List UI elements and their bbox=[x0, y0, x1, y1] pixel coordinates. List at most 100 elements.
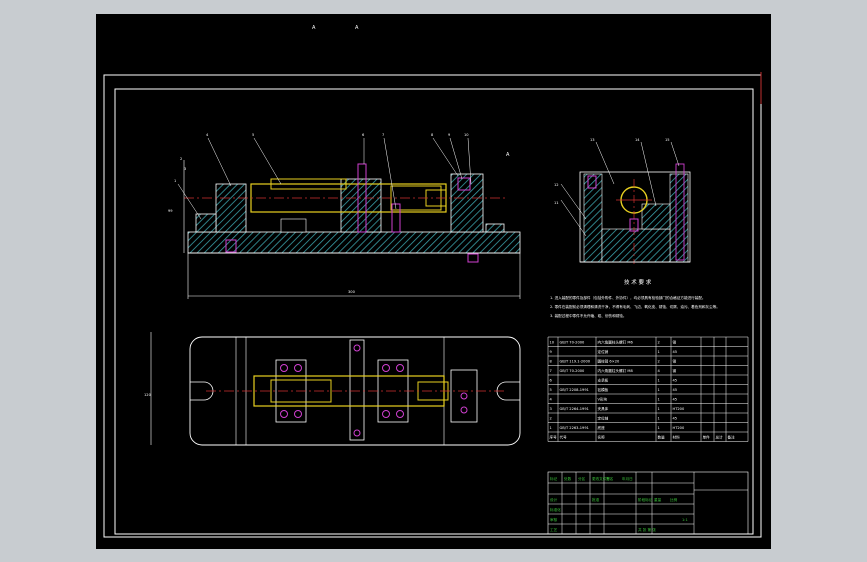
bom-cell: 定位轴 bbox=[598, 416, 609, 421]
title-cell: 签名 bbox=[606, 476, 614, 481]
callout-7: 7 bbox=[382, 133, 384, 137]
bom-cell: 45 bbox=[673, 379, 678, 383]
bom-cell: 内六角圆柱头螺钉 M6 bbox=[598, 340, 634, 345]
title-cell: 处数 bbox=[564, 476, 572, 481]
callout-11: 11 bbox=[554, 201, 559, 205]
callout-2: 2 bbox=[180, 157, 182, 161]
callout-6: 6 bbox=[362, 133, 365, 137]
bom-cell: 底座 bbox=[598, 425, 606, 430]
bom-cell: 1 bbox=[658, 417, 660, 421]
bom-cell: 1 bbox=[658, 379, 660, 383]
bom-cell: 4 bbox=[550, 398, 553, 402]
bom-cell: GB/T 2264-1991 bbox=[560, 407, 589, 411]
bom-header-cell: 名称 bbox=[598, 435, 606, 440]
top-mark-b: A bbox=[355, 25, 359, 31]
inner-border bbox=[114, 88, 754, 535]
bom-cell: 钢 bbox=[673, 359, 677, 364]
bom-header-cell: 单件 bbox=[703, 435, 711, 440]
bom-header-cell: 总计 bbox=[716, 435, 724, 440]
title-cell: 批准 bbox=[592, 497, 600, 502]
bom-cell: 4 bbox=[658, 369, 661, 373]
bom-cell: 8 bbox=[550, 360, 553, 364]
bom-cell: GB/T 2208-1991 bbox=[560, 388, 589, 392]
bom-header-cell: 代号 bbox=[560, 435, 568, 440]
tech-req-2: 2. 零件在装配前必须清理和清洗干净，不得有毛刺、飞边、氧化皮、锈蚀、切屑、油污… bbox=[550, 304, 720, 309]
title-scale: 1:1 bbox=[682, 518, 688, 522]
bom-cell: 钢 bbox=[673, 340, 677, 345]
title-cell: 重量 bbox=[654, 497, 662, 502]
callout-10: 10 bbox=[464, 133, 469, 137]
callout-15: 15 bbox=[665, 138, 670, 142]
bom-cell: 1 bbox=[658, 398, 660, 402]
cad-viewport[interactable]: A A 300 99 bbox=[96, 14, 771, 549]
title-block-frame bbox=[547, 471, 749, 535]
bom-cell: GB/T 70-2000 bbox=[560, 369, 586, 373]
bom-cell: 10 bbox=[550, 341, 555, 345]
title-cell: 标记 bbox=[550, 476, 558, 481]
callout-1: 1 bbox=[174, 179, 176, 183]
bom-cell: 钢 bbox=[673, 368, 677, 373]
title-cell: 审核 bbox=[550, 517, 558, 522]
bom-cell: 夹具体 bbox=[598, 406, 609, 411]
callout-14: 14 bbox=[635, 138, 640, 142]
bom-header-cell: 备注 bbox=[728, 435, 736, 440]
tech-requirements: 技 术 要 求 1. 进入装配的零件及部件（包括外购件、外协件），均必须具有检验… bbox=[550, 278, 720, 318]
bom-cell: 45 bbox=[673, 350, 678, 354]
bom-cell: 5 bbox=[550, 388, 552, 392]
bom-cell: 定位销 bbox=[598, 349, 609, 354]
bom-cell: 圆柱销 6×20 bbox=[598, 359, 621, 364]
bom-cell: 45 bbox=[673, 398, 678, 402]
outer-border bbox=[103, 74, 762, 538]
bom-cell: 6 bbox=[550, 379, 553, 383]
bom-cell: GB/T 2263-1991 bbox=[560, 426, 589, 430]
title-cell: 设计 bbox=[550, 497, 558, 502]
callout-3: 3 bbox=[184, 167, 186, 171]
bom-cell: 内六角圆柱头螺钉 M8 bbox=[598, 368, 634, 373]
bom-cell: HT200 bbox=[673, 426, 685, 430]
bom-cell: 7 bbox=[550, 369, 552, 373]
bom-cell: 支承板 bbox=[598, 378, 609, 383]
title-cell: 分区 bbox=[578, 476, 586, 481]
title-block: 标记处数分区更改文件号签名年月日阶段标记重量比例设计标准化审核工艺批准共 张 第… bbox=[547, 471, 749, 535]
bom-cell: 45 bbox=[673, 388, 678, 392]
callout-4: 4 bbox=[206, 133, 209, 137]
front-section-view: 300 99 A 1 2 3 4 5 6 7 8 9 10 bbox=[168, 133, 521, 299]
bom-cell: 9 bbox=[550, 350, 553, 354]
tech-req-title: 技 术 要 求 bbox=[624, 278, 652, 286]
bom-cell: GB/T 70-2000 bbox=[560, 341, 586, 345]
bom-cell: 2 bbox=[658, 341, 660, 345]
title-cell: 年月日 bbox=[622, 476, 633, 481]
bom-header-cell: 序号 bbox=[550, 435, 558, 440]
callout-9: 9 bbox=[448, 133, 451, 137]
bom-header-cell: 材料 bbox=[673, 435, 681, 440]
bom-cell: 1 bbox=[658, 426, 660, 430]
length-dimension: 300 bbox=[348, 290, 356, 294]
title-cell: 更改文件号 bbox=[592, 476, 610, 481]
side-view: 11 12 13 14 15 bbox=[554, 138, 691, 264]
bom-cell: 3 bbox=[550, 407, 552, 411]
bom-cell: 1 bbox=[658, 407, 660, 411]
title-cell: 比例 bbox=[670, 497, 678, 502]
callout-13: 13 bbox=[590, 138, 595, 142]
bom-cell: GB/T 119.1-2000 bbox=[560, 360, 591, 364]
section-mark: A bbox=[506, 152, 510, 158]
callout-12: 12 bbox=[554, 183, 559, 187]
height-dimension: 99 bbox=[168, 209, 173, 213]
bom-cell: 2 bbox=[658, 360, 660, 364]
bom-cell: 2 bbox=[550, 417, 552, 421]
tech-req-1: 1. 进入装配的零件及部件（包括外购件、外协件），均必须具有检验部门的合格证方能… bbox=[550, 295, 706, 300]
title-cell: 阶段标记 bbox=[638, 497, 653, 502]
callout-5: 5 bbox=[252, 133, 254, 137]
bom-cell: 1 bbox=[550, 426, 552, 430]
assembly-drawing: A A 300 99 bbox=[103, 25, 762, 538]
bom-cell: V形块 bbox=[598, 397, 608, 402]
callout-8: 8 bbox=[431, 133, 434, 137]
bom-cell: 1 bbox=[658, 350, 660, 354]
title-cell: 工艺 bbox=[550, 527, 558, 532]
bom-cell: 钻模板 bbox=[598, 387, 609, 392]
bom-cell: 1 bbox=[658, 388, 660, 392]
title-cell: 标准化 bbox=[550, 507, 561, 512]
top-view: 120 bbox=[144, 332, 521, 446]
tech-req-3: 3. 装配过程中零件不允许磕、碰、划伤和锈蚀。 bbox=[550, 313, 626, 318]
